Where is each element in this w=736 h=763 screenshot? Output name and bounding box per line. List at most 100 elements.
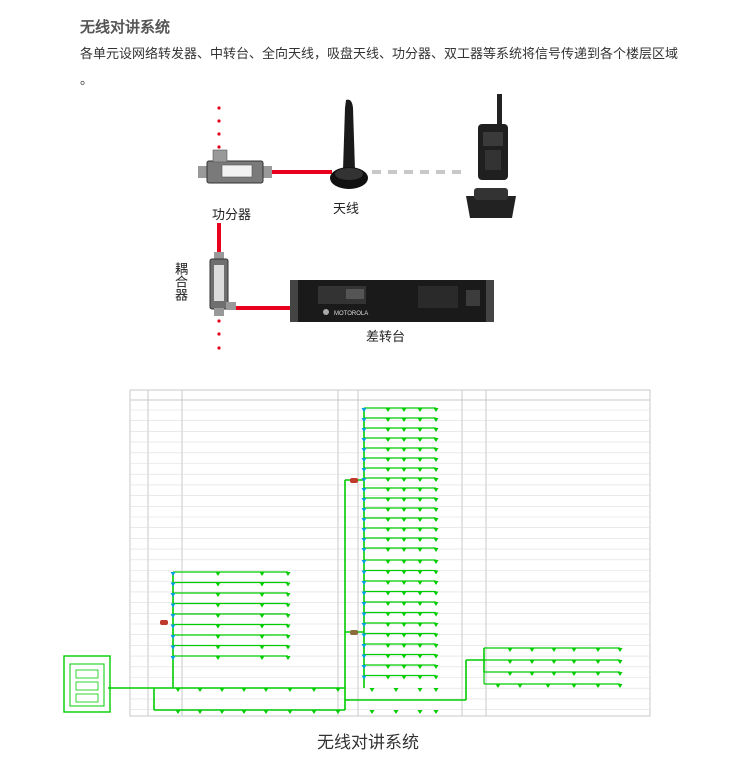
antenna-node bbox=[417, 478, 423, 482]
antenna-node bbox=[385, 654, 391, 659]
antenna-node bbox=[219, 710, 225, 714]
antenna-node bbox=[417, 623, 423, 627]
antenna-node bbox=[385, 448, 391, 452]
antenna-node bbox=[401, 448, 407, 452]
splitter-label: 功分器 bbox=[212, 208, 252, 223]
antenna-node bbox=[433, 478, 439, 482]
signal-dotted-line bbox=[217, 106, 221, 350]
antenna-node bbox=[215, 572, 221, 576]
antenna-node bbox=[361, 478, 367, 482]
antenna-node bbox=[170, 635, 176, 639]
antenna-node bbox=[170, 593, 176, 597]
antenna-node bbox=[241, 688, 247, 692]
antenna-node bbox=[401, 548, 407, 552]
antenna-node bbox=[401, 468, 407, 472]
antenna-node bbox=[259, 572, 265, 576]
antenna-node bbox=[215, 603, 221, 608]
antenna-node bbox=[507, 660, 513, 664]
antenna-node bbox=[401, 633, 407, 638]
antenna-node bbox=[215, 624, 221, 629]
antenna-node bbox=[361, 498, 367, 502]
antenna-node bbox=[361, 665, 367, 669]
antenna-node bbox=[385, 665, 391, 669]
schematic-grid bbox=[129, 389, 651, 717]
antenna-node bbox=[259, 645, 265, 650]
antenna-device bbox=[330, 99, 368, 189]
antenna-node bbox=[571, 684, 577, 688]
coupler-device bbox=[209, 252, 236, 316]
antenna-node bbox=[401, 438, 407, 442]
antenna-node bbox=[571, 672, 577, 676]
antenna-node bbox=[433, 570, 439, 575]
antenna-node bbox=[417, 518, 423, 522]
antenna-node bbox=[417, 570, 423, 575]
antenna-node bbox=[417, 458, 423, 462]
antenna-node bbox=[361, 602, 367, 606]
antenna-node bbox=[401, 418, 407, 422]
antenna-node bbox=[433, 560, 439, 564]
antenna-node bbox=[285, 593, 291, 597]
antenna-node bbox=[433, 665, 439, 669]
antenna-node bbox=[417, 633, 423, 638]
antenna-node bbox=[361, 458, 367, 462]
topology-diagram: MOTOROLA bbox=[198, 94, 516, 350]
antenna-node bbox=[617, 648, 623, 652]
antenna-node bbox=[361, 675, 367, 680]
coupler-marker bbox=[350, 478, 358, 483]
antenna-node bbox=[385, 623, 391, 627]
antenna-node bbox=[197, 710, 203, 714]
antenna-node bbox=[417, 428, 423, 432]
antenna-node bbox=[417, 498, 423, 502]
antenna-node bbox=[617, 684, 623, 688]
antenna-node bbox=[369, 688, 375, 692]
antenna-node bbox=[385, 675, 391, 680]
antenna-node bbox=[433, 518, 439, 522]
antenna-node bbox=[417, 654, 423, 659]
antenna-node bbox=[401, 538, 407, 542]
antenna-node bbox=[571, 660, 577, 664]
antenna-node bbox=[263, 710, 269, 714]
antenna-node bbox=[417, 612, 423, 617]
antenna-node bbox=[385, 581, 391, 585]
antenna-node bbox=[385, 518, 391, 522]
antenna-node bbox=[433, 468, 439, 472]
antenna-node bbox=[417, 591, 423, 596]
antenna-node bbox=[401, 408, 407, 412]
antenna-node bbox=[417, 448, 423, 452]
antenna-node bbox=[361, 581, 367, 585]
splitter-device bbox=[198, 149, 272, 184]
antenna-node bbox=[215, 635, 221, 639]
antenna-node bbox=[361, 448, 367, 452]
antenna-node bbox=[551, 660, 557, 664]
antenna-node bbox=[401, 518, 407, 522]
signal-cable bbox=[217, 170, 332, 310]
antenna-node bbox=[361, 548, 367, 552]
antenna-node bbox=[385, 528, 391, 532]
antenna-node bbox=[433, 654, 439, 659]
antenna-node bbox=[241, 710, 247, 714]
antenna-node bbox=[361, 408, 367, 412]
antenna-node bbox=[259, 635, 265, 639]
antenna-node bbox=[551, 672, 557, 676]
antenna-node bbox=[385, 428, 391, 432]
antenna-node bbox=[529, 672, 535, 676]
antenna-node bbox=[433, 623, 439, 627]
antenna-node bbox=[401, 654, 407, 659]
antenna-node bbox=[361, 428, 367, 432]
antenna-node bbox=[385, 633, 391, 638]
repeater-label: 差转台 bbox=[366, 330, 406, 345]
antenna-node bbox=[361, 644, 367, 648]
antenna-node bbox=[401, 488, 407, 492]
antenna-node bbox=[433, 644, 439, 648]
antenna-node bbox=[401, 458, 407, 462]
antenna-node bbox=[433, 581, 439, 585]
antenna-node bbox=[285, 614, 291, 618]
antenna-node bbox=[361, 538, 367, 542]
antenna-node bbox=[259, 582, 265, 587]
coupler-label: 耦合器 bbox=[172, 262, 187, 301]
antenna-node bbox=[417, 688, 423, 692]
antenna-node bbox=[385, 548, 391, 552]
antenna-node bbox=[361, 518, 367, 522]
antenna-node bbox=[285, 645, 291, 650]
